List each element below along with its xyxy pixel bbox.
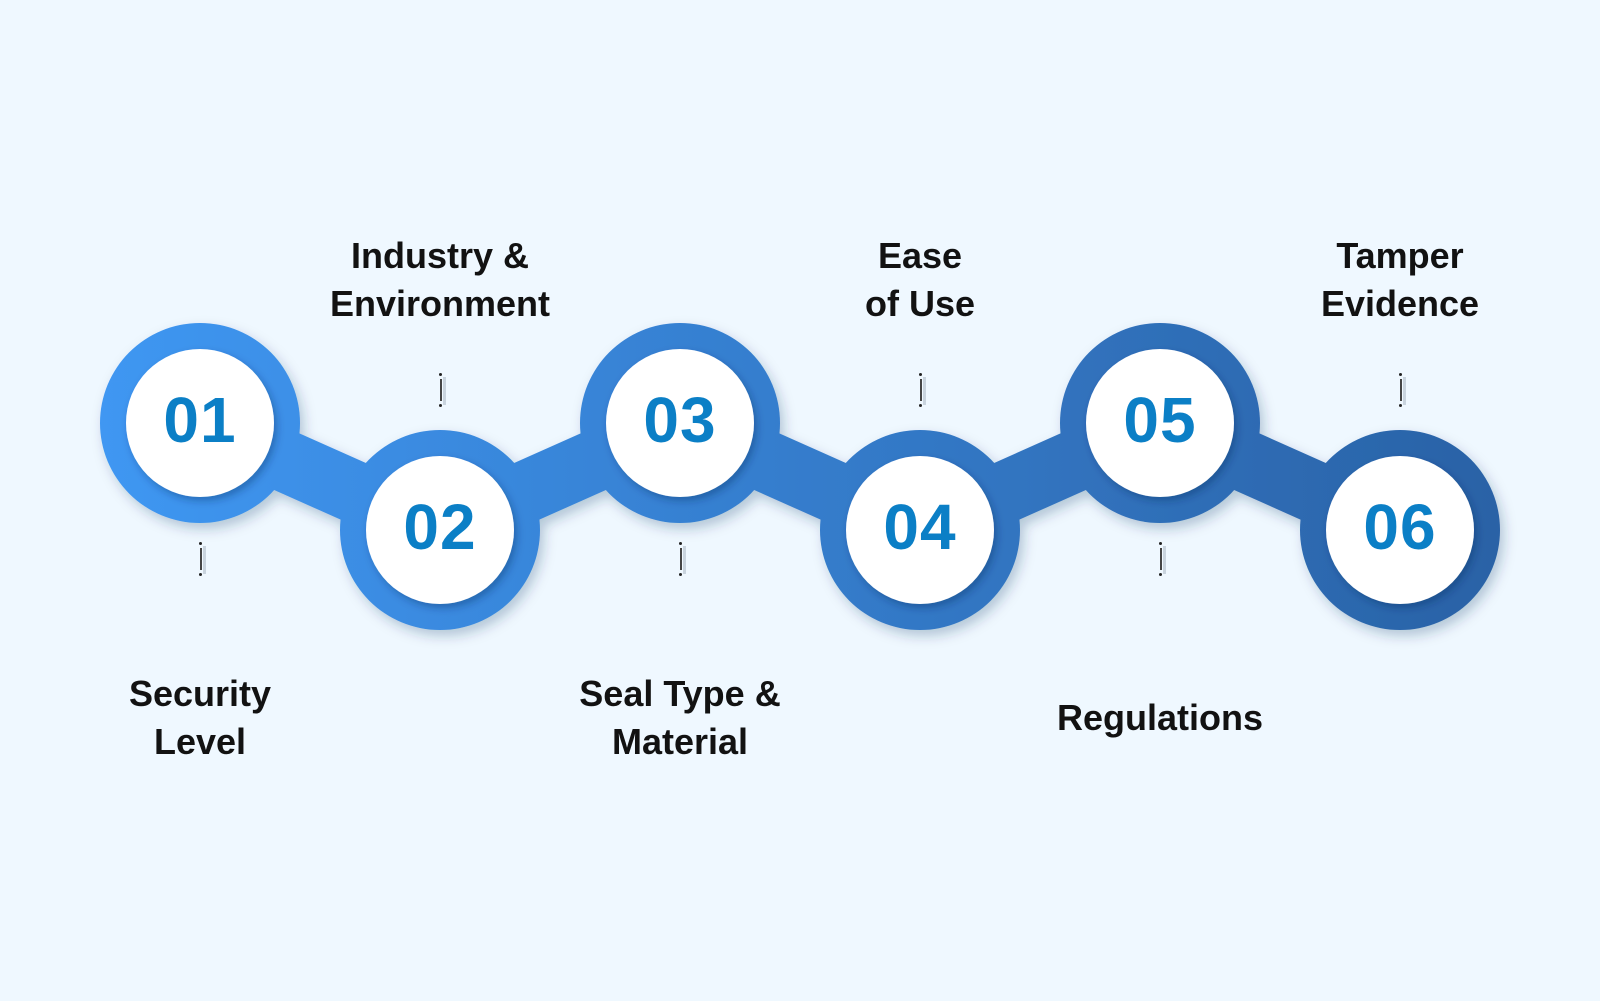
step-number-01: 01: [163, 384, 237, 456]
step-label-line: Security: [128, 673, 272, 714]
connector-tick-05: [1157, 542, 1167, 578]
step-inner-circle-05: [1086, 349, 1234, 497]
step-number-05: 05: [1123, 384, 1197, 456]
step-inner-circle-06: [1326, 456, 1474, 604]
connector-tick-03: [677, 542, 687, 578]
step-label-line: Environment: [329, 283, 551, 324]
step-inner-circle-01: [126, 349, 274, 497]
step-label-line: Seal Type &: [579, 673, 781, 714]
step-label-line: Material: [611, 721, 749, 762]
step-label-line: Tamper: [1336, 235, 1464, 276]
step-label-line: of Use: [864, 283, 976, 324]
step-label-03: Seal Type & Material: [530, 670, 830, 766]
step-label-line: Evidence: [1320, 283, 1480, 324]
step-label-line: Ease: [877, 235, 963, 276]
step-inner-circle-04: [846, 456, 994, 604]
step-label-02: Industry & Environment: [290, 232, 590, 328]
step-number-02: 02: [403, 491, 477, 563]
step-label-05: Regulations: [1010, 694, 1310, 742]
connector-tick-04: [917, 373, 927, 409]
step-label-line: Regulations: [1056, 697, 1263, 738]
step-label-04: Ease of Use: [770, 232, 1070, 328]
step-label-line: Industry &: [350, 235, 529, 276]
step-number-04: 04: [883, 491, 957, 563]
connector-tick-06: [1397, 373, 1407, 409]
connector-tick-02: [437, 373, 447, 409]
step-number-06: 06: [1363, 491, 1437, 563]
step-label-line: Level: [153, 721, 247, 762]
connector-tick-01: [197, 542, 207, 578]
step-number-03: 03: [643, 384, 717, 456]
step-label-01: Security Level: [50, 670, 350, 766]
step-label-06: Tamper Evidence: [1250, 232, 1550, 328]
step-inner-circle-02: [366, 456, 514, 604]
step-inner-circle-03: [606, 349, 754, 497]
